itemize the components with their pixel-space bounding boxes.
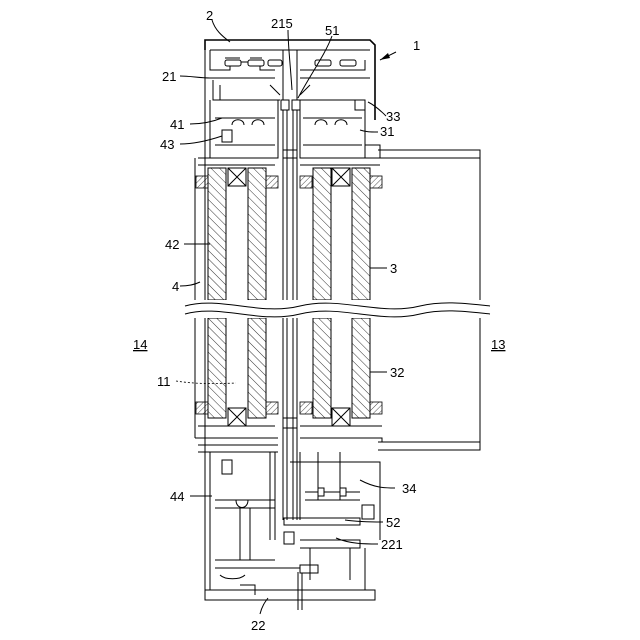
label-52: 52 <box>386 515 400 530</box>
upper-right-sash <box>300 100 382 158</box>
label-51: 51 <box>325 23 339 38</box>
upper-left-sash <box>198 100 278 158</box>
label-1: 1 <box>413 38 420 53</box>
lower-frame <box>198 445 380 610</box>
label-31: 31 <box>380 124 394 139</box>
label-32: 32 <box>390 365 404 380</box>
central-mullion <box>281 50 300 520</box>
top-frame <box>205 40 375 600</box>
label-11: 11 <box>157 374 171 389</box>
label-215: 215 <box>271 16 293 31</box>
break-line <box>185 300 490 318</box>
label-33: 33 <box>386 109 400 124</box>
left-glazing-unit <box>195 158 278 438</box>
label-43: 43 <box>160 137 174 152</box>
label-41: 41 <box>170 117 184 132</box>
label-3: 3 <box>390 261 397 276</box>
label-22: 22 <box>251 618 265 633</box>
label-2: 2 <box>206 8 213 23</box>
label-42: 42 <box>165 237 179 252</box>
label-13: 13 <box>491 337 505 352</box>
label-14: 14 <box>133 337 147 352</box>
label-4: 4 <box>172 279 179 294</box>
label-44: 44 <box>170 489 184 504</box>
label-221: 221 <box>381 537 403 552</box>
label-21: 21 <box>162 69 176 84</box>
label-34: 34 <box>402 481 416 496</box>
